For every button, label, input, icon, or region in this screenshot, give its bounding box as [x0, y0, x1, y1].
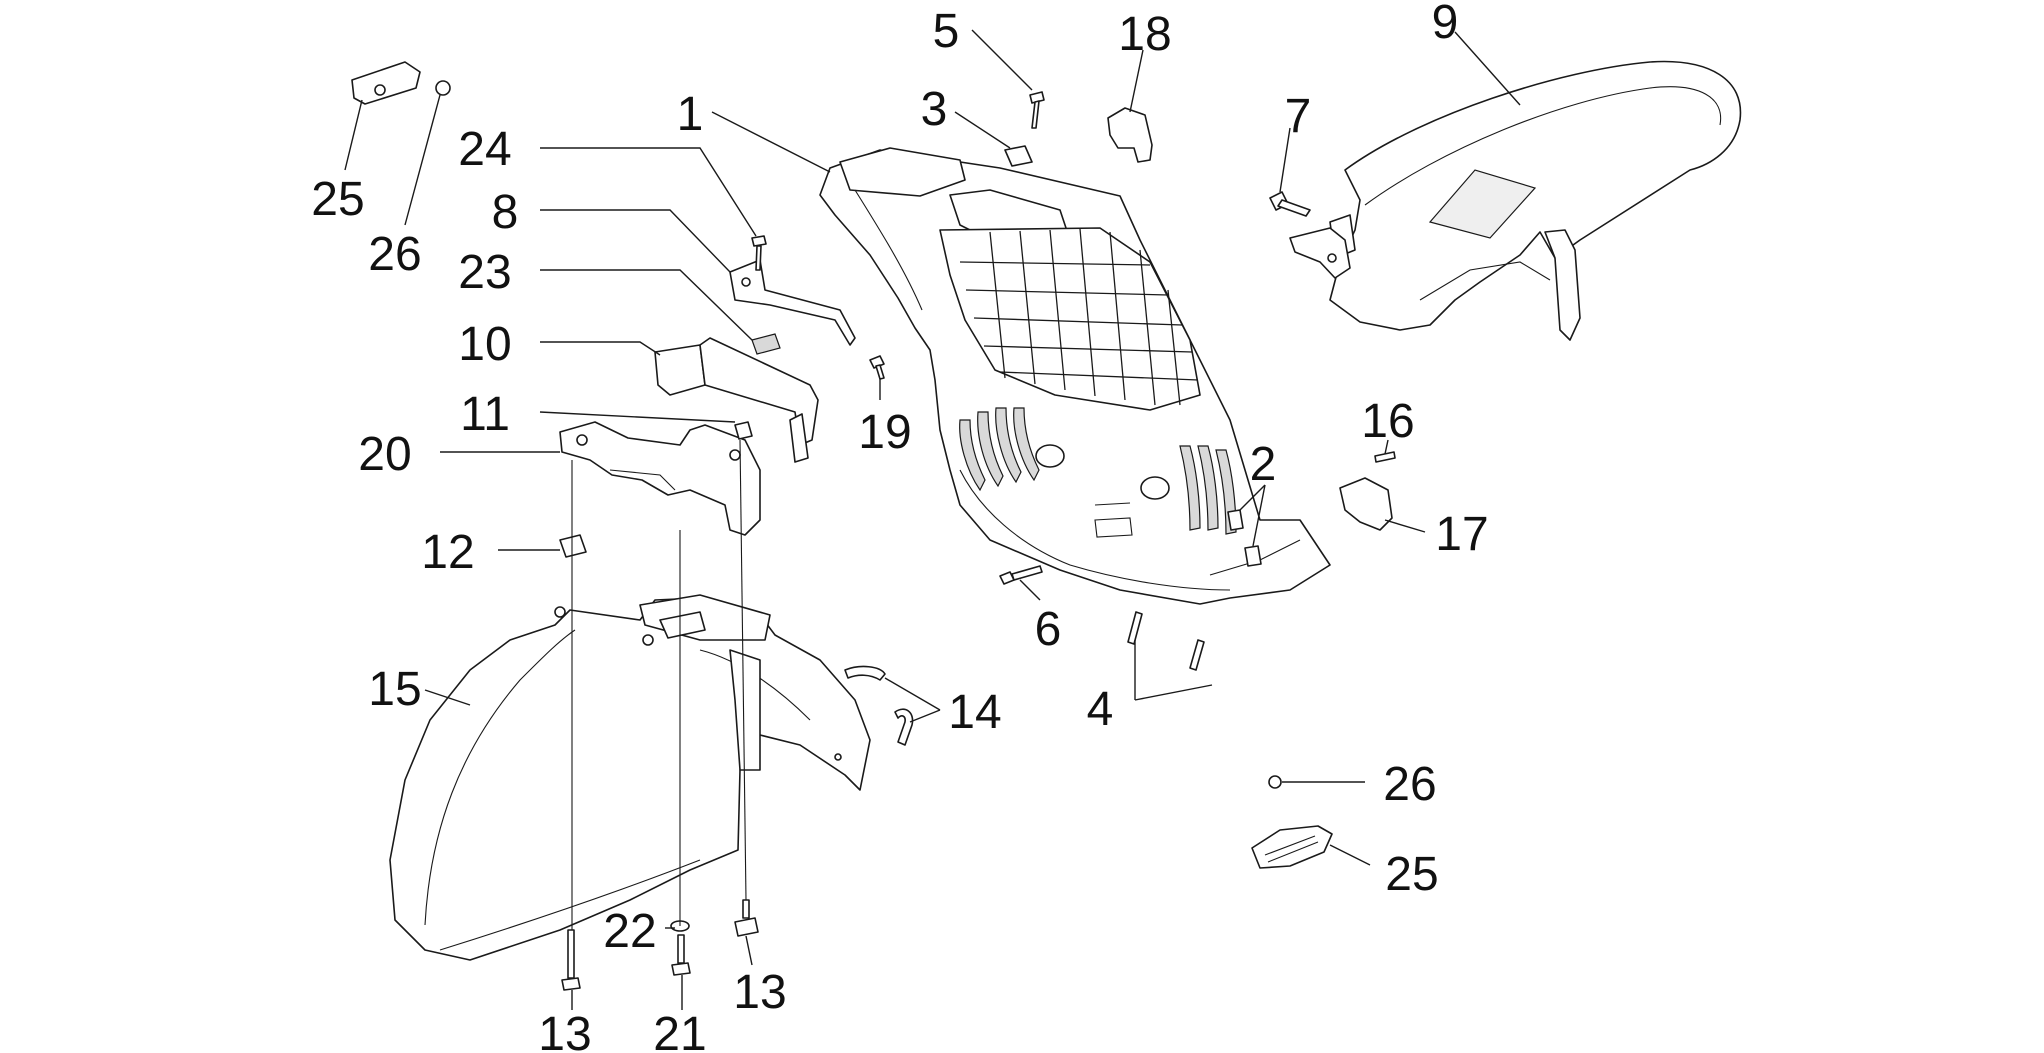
leg-shield-left-vents: [959, 407, 1040, 492]
mounting-plate-part-20: [559, 421, 761, 536]
reflector-part-25-top: [351, 61, 421, 105]
callout-21: 21: [653, 1008, 706, 1053]
callout-7: 7: [1285, 90, 1312, 143]
screws-part-4: [1127, 611, 1205, 671]
callout-11: 11: [460, 388, 510, 441]
callout-3: 3: [921, 83, 948, 136]
callout-22: 22: [603, 905, 656, 958]
callout-12: 12: [421, 526, 474, 579]
rear-mudguard-part-9: [1329, 60, 1742, 341]
reflector-part-25-bottom: [1251, 825, 1333, 869]
callout-8: 8: [492, 186, 519, 239]
callout-10: 10: [458, 318, 511, 371]
callout-6: 6: [1035, 603, 1062, 656]
callout-24: 24: [458, 123, 511, 176]
bolt-part-13-right: [734, 899, 759, 937]
clip-part-23: [751, 333, 781, 355]
clips-part-14: [844, 665, 914, 746]
nut-part-11: [734, 421, 753, 440]
screw-part-19: [869, 355, 885, 380]
screw-part-5: [1029, 91, 1045, 129]
clip-part-18: [1107, 107, 1153, 163]
bolt-part-13-left: [561, 929, 581, 991]
clip-nut-part-3: [1004, 145, 1033, 167]
leader-lines: [344, 29, 1521, 1010]
callout-5: 5: [933, 5, 960, 58]
screw-part-24: [751, 235, 767, 271]
callout-25-top: 25: [311, 173, 364, 226]
bracket-part-17: [1339, 477, 1393, 531]
mudguard-bracket: [1289, 227, 1351, 279]
washer-part-26-top: [435, 80, 451, 96]
front-mudguard-part-15: [389, 594, 871, 961]
screw-part-7: [1269, 191, 1311, 217]
callout-15: 15: [368, 663, 421, 716]
callout-23: 23: [458, 246, 511, 299]
callout-26-bottom: 26: [1383, 758, 1436, 811]
callout-9: 9: [1432, 0, 1459, 49]
callout-labels: 1 5 3 18 9 7 24 8 23 10 11 20 12 19 25 2…: [311, 0, 1488, 1053]
callout-14: 14: [948, 686, 1001, 739]
callout-4: 4: [1087, 683, 1114, 736]
callout-1: 1: [677, 88, 704, 141]
bracket-part-8: [729, 259, 856, 346]
callout-26-top: 26: [368, 228, 421, 281]
leg-shield-grille: [959, 228, 1199, 406]
clip-nuts-part-2: [1227, 509, 1262, 567]
callout-19: 19: [858, 406, 911, 459]
screw-part-6: [999, 565, 1043, 585]
callout-2: 2: [1250, 438, 1277, 491]
bracket-part-10: [654, 337, 819, 463]
callout-25-bottom: 25: [1385, 848, 1438, 901]
callout-16: 16: [1361, 395, 1414, 448]
bolt-part-21: [671, 934, 691, 976]
callout-18: 18: [1118, 8, 1171, 61]
callout-20: 20: [358, 428, 411, 481]
callout-13-left: 13: [538, 1008, 591, 1053]
washer-part-26-bottom: [1268, 775, 1282, 789]
leg-shield-part-1: [819, 147, 1331, 605]
callout-13-right: 13: [733, 966, 786, 1019]
clip-nut-part-12: [559, 534, 587, 558]
callout-17: 17: [1435, 508, 1488, 561]
screw-part-16: [1374, 451, 1396, 463]
